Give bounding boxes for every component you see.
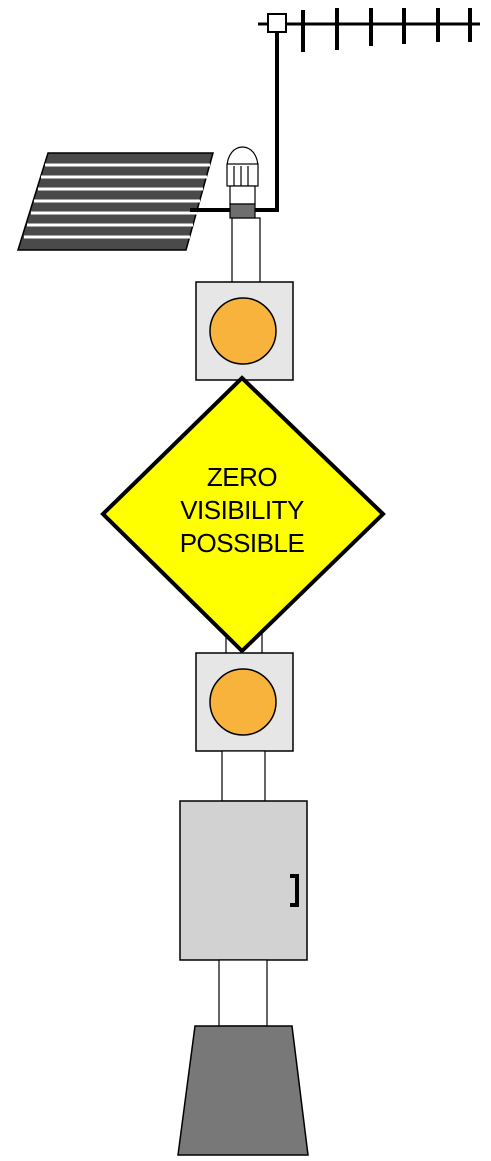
solar-panel-icon xyxy=(16,152,232,251)
flashing-beacon-icon xyxy=(209,297,277,365)
pole-base xyxy=(218,959,268,1027)
concrete-base-icon xyxy=(177,1025,309,1156)
zero-visibility-sign: ZERO VISIBILITY POSSIBLE xyxy=(100,375,386,654)
sign-line-1: ZERO xyxy=(207,462,277,492)
flashing-beacon-icon xyxy=(209,668,277,736)
antenna-cable xyxy=(255,32,279,212)
sensor-dome-icon xyxy=(226,146,259,219)
equipment-cabinet-icon xyxy=(179,800,308,961)
yagi-antenna-icon xyxy=(258,8,480,52)
flashing-beacon-upper xyxy=(195,281,294,381)
sign-line-3: POSSIBLE xyxy=(180,528,305,558)
pole-lower xyxy=(221,750,266,802)
pole-upper xyxy=(231,217,261,284)
cabinet-handle-icon xyxy=(290,874,299,907)
flashing-beacon-lower xyxy=(195,652,294,752)
sign-line-2: VISIBILITY xyxy=(180,495,304,525)
